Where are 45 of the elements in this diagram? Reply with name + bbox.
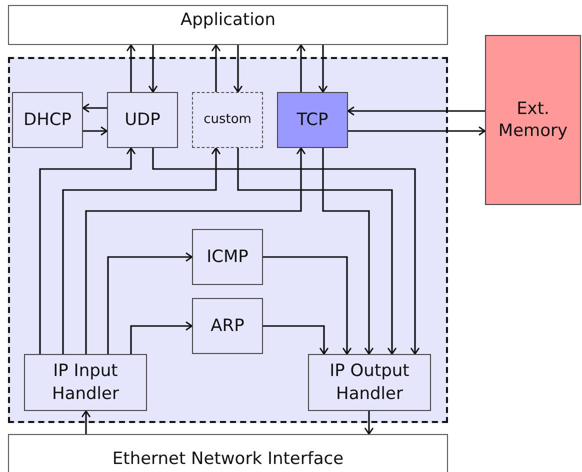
process-box [107, 92, 178, 148]
arrow [107, 252, 193, 354]
arrow [152, 148, 420, 355]
memory-box [485, 35, 581, 205]
arrow [39, 147, 136, 354]
process-box [24, 354, 147, 411]
node-label: TCP [296, 108, 328, 132]
arrow [263, 325, 329, 355]
arrow [237, 148, 397, 355]
node-label: UDP [124, 108, 160, 132]
node-label: DHCP [24, 108, 72, 132]
node-label: Application [180, 9, 276, 32]
arrow [126, 44, 136, 92]
process-box [277, 92, 348, 148]
arrow [82, 103, 107, 113]
arrow [85, 147, 306, 354]
arrow [364, 411, 374, 435]
arrow [233, 45, 243, 93]
arrow [211, 44, 221, 92]
process-box [192, 229, 263, 285]
arrow [263, 256, 352, 355]
node-label: IP Input Handler [51, 360, 120, 405]
arrow [296, 44, 306, 92]
node-label: Ethernet Network Interface [112, 448, 344, 470]
node-label: ICMP [206, 246, 248, 268]
node-label: ARP [210, 314, 244, 338]
arrow [348, 126, 486, 136]
node-label: custom [204, 112, 252, 128]
node-label: Ext. Memory [497, 98, 569, 142]
process-box [308, 354, 431, 411]
arrow [130, 321, 193, 354]
arrow [83, 126, 108, 136]
arrow [318, 45, 328, 93]
node-label: IP Output Handler [328, 360, 410, 405]
layer-box [8, 434, 448, 472]
arrow [81, 410, 91, 434]
arrow [322, 148, 374, 355]
arrow [347, 106, 485, 116]
process-box [192, 92, 263, 148]
arrow [62, 147, 221, 354]
arrow [148, 45, 158, 93]
stack-region [8, 57, 448, 423]
process-box [12, 92, 83, 148]
layer-box [8, 5, 448, 45]
process-box [192, 298, 263, 354]
